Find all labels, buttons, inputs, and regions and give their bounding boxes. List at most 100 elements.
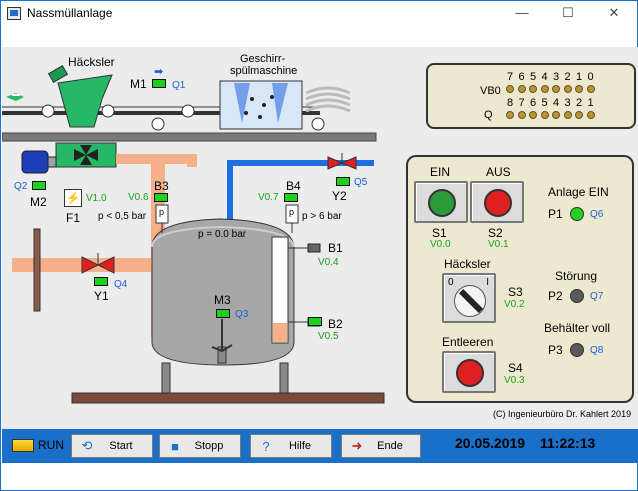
app-icon: [7, 6, 21, 20]
s1-label: S1: [432, 226, 447, 240]
process-scene: Häcksler Geschirr- spülmaschine M1 ➡ Q1 …: [2, 47, 638, 429]
plc-q-bit-label: 6: [530, 97, 537, 109]
aus-button[interactable]: [470, 181, 524, 223]
start-button[interactable]: ⟲ Start: [71, 434, 153, 458]
plc-vb0-bit-label: 4: [541, 71, 548, 83]
s2-label: S2: [488, 226, 503, 240]
v0-0-tag: V0.0: [430, 239, 451, 250]
b2-indicator: [308, 317, 322, 326]
exit-icon: ➜: [351, 438, 363, 453]
v0-3-tag: V0.3: [504, 375, 525, 386]
run-label: RUN: [38, 438, 64, 452]
ein-button[interactable]: [414, 181, 468, 223]
stop-icon: ■: [171, 438, 179, 454]
q4-tag: Q4: [114, 279, 128, 290]
plc-q-led: [529, 111, 537, 119]
v0-6-tag: V0.6: [128, 192, 149, 203]
entleeren-button[interactable]: [442, 351, 496, 393]
hilfe-button-label: Hilfe: [288, 440, 311, 452]
plc-vb0-bit-label: 1: [576, 71, 583, 83]
power-on-icon: [428, 189, 456, 217]
q3-tag: Q3: [235, 309, 249, 320]
plc-vb0-bit-label: 3: [553, 71, 560, 83]
level-gauge: [271, 236, 289, 344]
sensor-b1: [307, 243, 321, 253]
q8-tag: Q8: [590, 345, 604, 356]
plc-vb0-led: [563, 85, 572, 93]
arrow-right-icon: ➡: [154, 66, 164, 78]
m3-label: M3: [214, 293, 231, 307]
plc-vb0-led: [529, 85, 537, 93]
haecksler-unit: [47, 64, 117, 168]
b4-description: p > 6 bar: [302, 211, 342, 222]
date-display: 20.05.2019: [455, 435, 526, 451]
plc-q-led: [517, 111, 526, 119]
aus-label: AUS: [486, 165, 511, 179]
plc-q-bit-label: 8: [507, 97, 514, 109]
stoerung-label: Störung: [555, 269, 598, 283]
dishwasher: [219, 80, 303, 130]
water-pipe: [227, 160, 374, 223]
b4-indicator: [284, 193, 298, 202]
f1-label: F1: [66, 211, 81, 225]
ende-button[interactable]: ➜ Ende: [341, 434, 421, 458]
anlage-ein-label: Anlage EIN: [548, 185, 609, 199]
p2-label: P2: [548, 289, 563, 303]
b4-label: B4: [286, 179, 301, 193]
b3-label: B3: [154, 179, 169, 193]
p1-label: P1: [548, 207, 563, 221]
stopp-button[interactable]: ■ Stopp: [159, 434, 241, 458]
plc-vb0-led: [517, 85, 526, 93]
plc-vb0-bit-label: 6: [518, 71, 525, 83]
plc-q-bit-label: 3: [564, 97, 571, 109]
plc-q-led: [552, 111, 560, 119]
plc-vb0-led: [506, 85, 514, 93]
selector-knob-icon: [454, 285, 486, 317]
run-led-icon: [12, 439, 34, 452]
q1-tag: Q1: [172, 80, 186, 91]
vb0-label: VB0: [480, 85, 501, 97]
refresh-icon: ⟲: [81, 438, 93, 453]
stopp-button-label: Stopp: [194, 440, 224, 452]
close-button[interactable]: ✕: [608, 5, 620, 20]
y1-label: Y1: [94, 289, 109, 303]
p3-lamp: [570, 343, 584, 357]
v0-1-tag: V0.1: [488, 239, 509, 250]
y2-indicator: [336, 177, 350, 186]
tank: [71, 218, 385, 404]
plc-vb0-led: [586, 85, 595, 93]
valve-y2: [327, 153, 357, 170]
b4-p-label: p: [289, 207, 295, 217]
entleeren-label: Entleeren: [442, 335, 494, 349]
b1-label: B1: [328, 241, 343, 255]
pressure-readout: p = 0.0 bar: [198, 229, 247, 240]
q5-tag: Q5: [354, 177, 368, 188]
plc-q-bit-label: 4: [553, 97, 560, 109]
p3-label: P3: [548, 343, 563, 357]
plc-vb0-led: [540, 85, 549, 93]
v0-2-tag: V0.2: [504, 299, 525, 310]
hilfe-button[interactable]: ? Hilfe: [250, 434, 332, 458]
q2-tag: Q2: [14, 181, 28, 192]
time-display: 11:22:13: [540, 435, 596, 451]
v0-7-tag: V0.7: [258, 192, 279, 203]
switch-on-mark: I: [486, 277, 489, 288]
switch-off-mark: 0: [448, 277, 454, 288]
m2-indicator: [32, 181, 46, 190]
conveyor-belt: [2, 104, 377, 142]
maximize-button[interactable]: ☐: [562, 5, 574, 20]
ein-label: EIN: [430, 165, 451, 179]
plc-vb0-bit-label: 7: [507, 71, 514, 83]
plc-vb0-bit-label: 5: [530, 71, 537, 83]
p2-lamp: [570, 289, 584, 303]
bottom-toolbar: RUN ⟲ Start ■ Stopp ? Hilfe ➜ Ende 20.05…: [2, 429, 638, 463]
window-title: Nassmüllanlage: [27, 6, 113, 20]
power-off-icon: [484, 189, 512, 217]
b2-label: B2: [328, 317, 343, 331]
ende-button-label: Ende: [377, 440, 403, 452]
plc-q-led: [540, 111, 549, 119]
b3-description: p < 0,5 bar: [98, 211, 147, 222]
haecksler-selector-switch[interactable]: 0 I: [442, 273, 496, 323]
plc-vb0-bit-label: 2: [564, 71, 571, 83]
minimize-button[interactable]: —: [515, 5, 529, 20]
